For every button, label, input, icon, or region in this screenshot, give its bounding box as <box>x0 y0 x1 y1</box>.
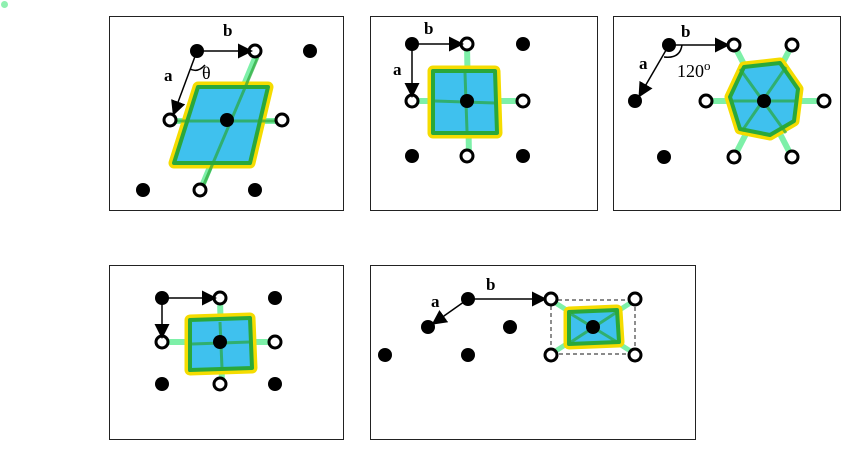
conventional-cell-outline <box>550 299 636 355</box>
stray-marker-dot <box>1 1 8 8</box>
vector-a-label: a <box>393 60 402 79</box>
unit-cell-parallelogram <box>168 56 280 190</box>
panel-rectangular-lattice <box>109 265 344 440</box>
vector-a-label: a <box>164 66 173 85</box>
basis-vectors <box>404 36 464 98</box>
panel-oblique-lattice: b a θ <box>109 16 344 211</box>
basis-vectors <box>431 291 547 325</box>
basis-vectors <box>171 43 253 116</box>
panel-hexagonal-lattice: b a 120o <box>613 16 841 211</box>
oblique-lattice-diagram: b a θ <box>136 21 317 198</box>
vector-a-label: a <box>431 292 440 311</box>
lattice-points <box>378 291 643 363</box>
basis-vectors <box>154 290 217 339</box>
panel-square-lattice: b a <box>370 16 598 211</box>
angle-120-label: 120o <box>677 58 711 81</box>
lattice-points <box>628 37 832 165</box>
basis-vectors <box>638 37 730 98</box>
rectangular-lattice-diagram <box>154 290 283 392</box>
vector-a-label: a <box>639 54 648 73</box>
vector-b-label: b <box>223 21 232 40</box>
vector-b-label: b <box>486 275 495 294</box>
panel-centered-rectangular-lattice: b a <box>370 265 696 440</box>
unit-cell-square <box>427 65 503 139</box>
centered-rectangular-lattice-diagram: b a <box>378 275 643 363</box>
square-lattice-diagram: b a <box>393 19 531 164</box>
angle-theta-label: θ <box>202 63 211 83</box>
vector-b-label: b <box>424 19 433 38</box>
vector-b-label: b <box>681 22 690 41</box>
hexagonal-lattice-diagram: b a 120o <box>628 22 832 165</box>
